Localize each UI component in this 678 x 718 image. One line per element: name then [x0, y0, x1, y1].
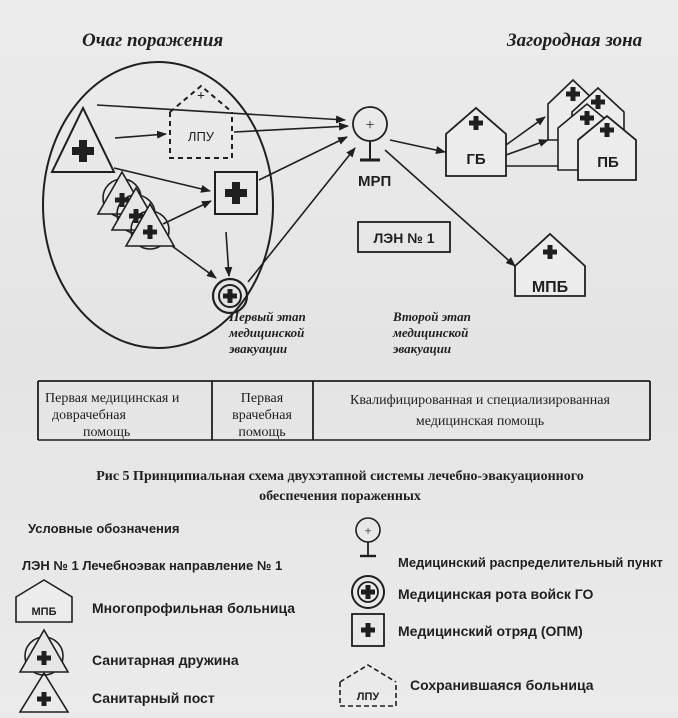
svg-text:помощь: помощь: [238, 425, 285, 440]
care-levels-table: [37, 380, 651, 441]
legend-title: Условные обозначения: [28, 521, 179, 536]
svg-text:медицинской: медицинской: [228, 325, 304, 340]
legend-len: ЛЭН № 1 Лечебноэвак направление № 1: [22, 558, 282, 573]
svg-text:доврачебная: доврачебная: [52, 408, 126, 423]
legend-sanitary-squad-desc: Санитарная дружина: [92, 652, 239, 668]
svg-text:Первая медицинская и: Первая медицинская и: [45, 391, 180, 406]
profile-hospitals-icon: [547, 78, 637, 181]
mpb-label: МПБ: [532, 279, 568, 296]
care-col-first-aid: Первая медицинская и доврачебная помощь: [45, 391, 180, 440]
arrows-from-mrp: [384, 139, 516, 267]
mrp-label: МРП: [358, 173, 391, 190]
legend-medical-company-icon: [351, 575, 385, 609]
legend-lpu-desc: Сохранившаяся больница: [410, 677, 594, 693]
svg-text:медицинская помощь: медицинская помощь: [416, 414, 544, 429]
mrp-icon: +: [352, 106, 388, 162]
lpu-label: ЛПУ: [188, 129, 215, 144]
arrows-to-mrp: [96, 104, 356, 283]
svg-text:+: +: [364, 523, 371, 538]
len-box: [357, 221, 451, 253]
medical-detachment-icon: [214, 171, 258, 215]
pb-label: ПБ: [597, 154, 619, 171]
legend-opm-icon: [351, 613, 385, 647]
legend-medical-company-desc: Медицинская рота войск ГО: [398, 586, 594, 602]
sanitary-post-icon: [50, 105, 116, 173]
caption-line-1: Рис 5 Принципиальная схема двухэтапной с…: [96, 469, 584, 484]
legend-opm-desc: Медицинский отряд (ОПМ): [398, 623, 583, 639]
care-col-first-doctor-aid: Первая врачебная помощь: [232, 391, 292, 440]
arrows-from-gb: [505, 116, 568, 170]
svg-text:Квалифицированная и специализи: Квалифицированная и специализированная: [350, 393, 610, 408]
legend-sanitary-post-desc: Санитарный пост: [92, 690, 215, 706]
svg-text:+: +: [197, 89, 205, 104]
svg-text:Первый этап: Первый этап: [228, 309, 306, 324]
legend-mpb-badge: МПБ: [32, 606, 57, 618]
legend-sanitary-squad-icon: [18, 628, 70, 676]
caption-line-2: обеспечения пораженных: [259, 489, 421, 504]
focus-oval: [42, 61, 274, 349]
svg-text:+: +: [365, 117, 374, 134]
multi-profile-hospital-icon: [514, 232, 586, 297]
sanitary-squad-icon: [96, 170, 176, 250]
svg-text:врачебная: врачебная: [232, 408, 292, 423]
legend-mpb-icon: [15, 579, 73, 623]
svg-text:Второй этап: Второй этап: [392, 309, 471, 324]
legend-mrp-desc: Медицинский распределительный пункт: [398, 555, 663, 570]
legend-surviving-hospital-icon: [339, 664, 397, 707]
legend-mpb-desc: Многопрофильная больница: [92, 600, 295, 616]
care-col-qualified-aid: Квалифицированная и специализированная м…: [350, 393, 610, 429]
legend-sanitary-post-icon: [18, 671, 70, 713]
zone-title: Загородная зона: [506, 30, 643, 51]
legend-lpu-badge: ЛПУ: [357, 691, 380, 703]
medical-company-icon: [211, 277, 249, 315]
focus-title: Очаг поражения: [82, 30, 223, 51]
svg-text:эвакуации: эвакуации: [228, 341, 287, 356]
svg-text:помощь: помощь: [83, 425, 130, 440]
first-stage-label: Первый этап медицинской эвакуации: [228, 309, 306, 356]
legend-mrp-icon: +: [355, 517, 381, 558]
focus-arrows: [113, 130, 233, 279]
second-stage-label: Второй этап медицинской эвакуации: [392, 309, 471, 356]
svg-text:эвакуации: эвакуации: [392, 341, 451, 356]
len-label: ЛЭН № 1: [373, 230, 434, 246]
svg-text:медицинской: медицинской: [392, 325, 468, 340]
surviving-hospital-icon: +: [169, 84, 233, 159]
svg-text:Первая: Первая: [241, 391, 284, 406]
gb-label: ГБ: [466, 151, 486, 168]
